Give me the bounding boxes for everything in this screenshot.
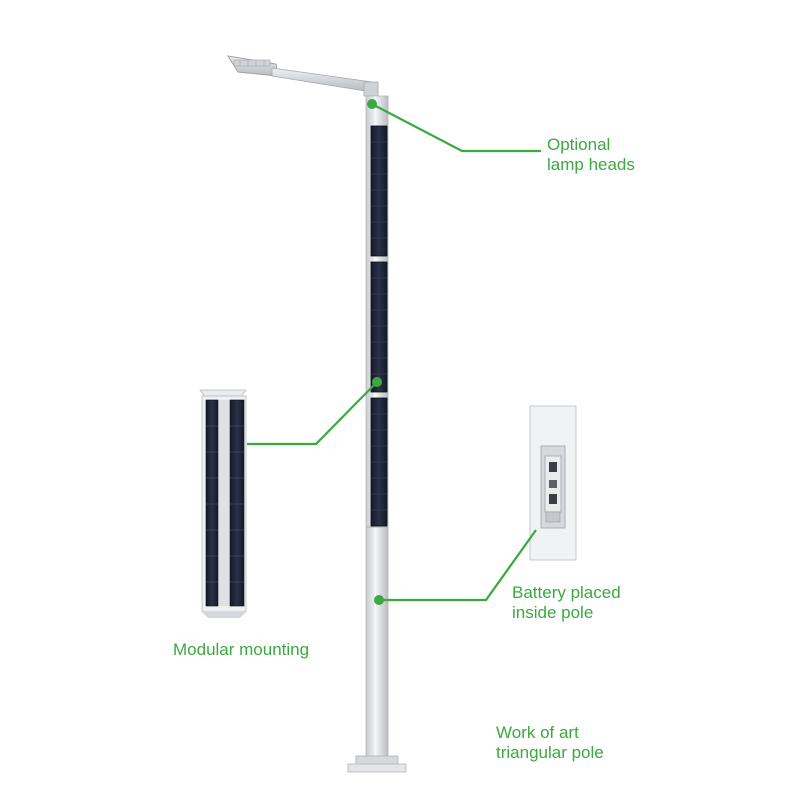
pole-solar-panel-middle (370, 261, 388, 393)
label-art-line2: triangular pole (496, 743, 604, 762)
modular-panel-detail (199, 389, 247, 618)
anchor-dot-modular (372, 377, 382, 387)
label-lamp-line2: lamp heads (547, 155, 635, 174)
label-battery-inside-pole: Battery placed inside pole (512, 583, 621, 623)
anchor-dot-battery (374, 595, 384, 605)
battery-compartment-detail (529, 405, 577, 561)
lamp-head (226, 55, 279, 77)
label-battery-line1: Battery placed (512, 583, 621, 602)
lamp-arm (271, 67, 379, 97)
anchor-dot-lamp (367, 99, 377, 109)
leader-line-modular (247, 381, 378, 446)
label-modular-line1: Modular mounting (173, 640, 310, 659)
label-optional-lamp-heads: Optional lamp heads (547, 135, 635, 175)
label-triangular-pole: Work of art triangular pole (496, 723, 604, 763)
label-lamp-line1: Optional (547, 135, 611, 154)
leader-line-lamp (371, 103, 541, 153)
pole-solar-panel-top (370, 125, 388, 257)
leader-lines (247, 103, 541, 602)
label-modular-mounting: Modular mounting (173, 640, 309, 660)
label-battery-line2: inside pole (512, 603, 594, 622)
leader-line-battery (379, 529, 537, 602)
pole-solar-panel-bottom (370, 397, 388, 527)
label-art-line1: Work of art (496, 723, 579, 742)
anchor-dots (367, 99, 384, 605)
